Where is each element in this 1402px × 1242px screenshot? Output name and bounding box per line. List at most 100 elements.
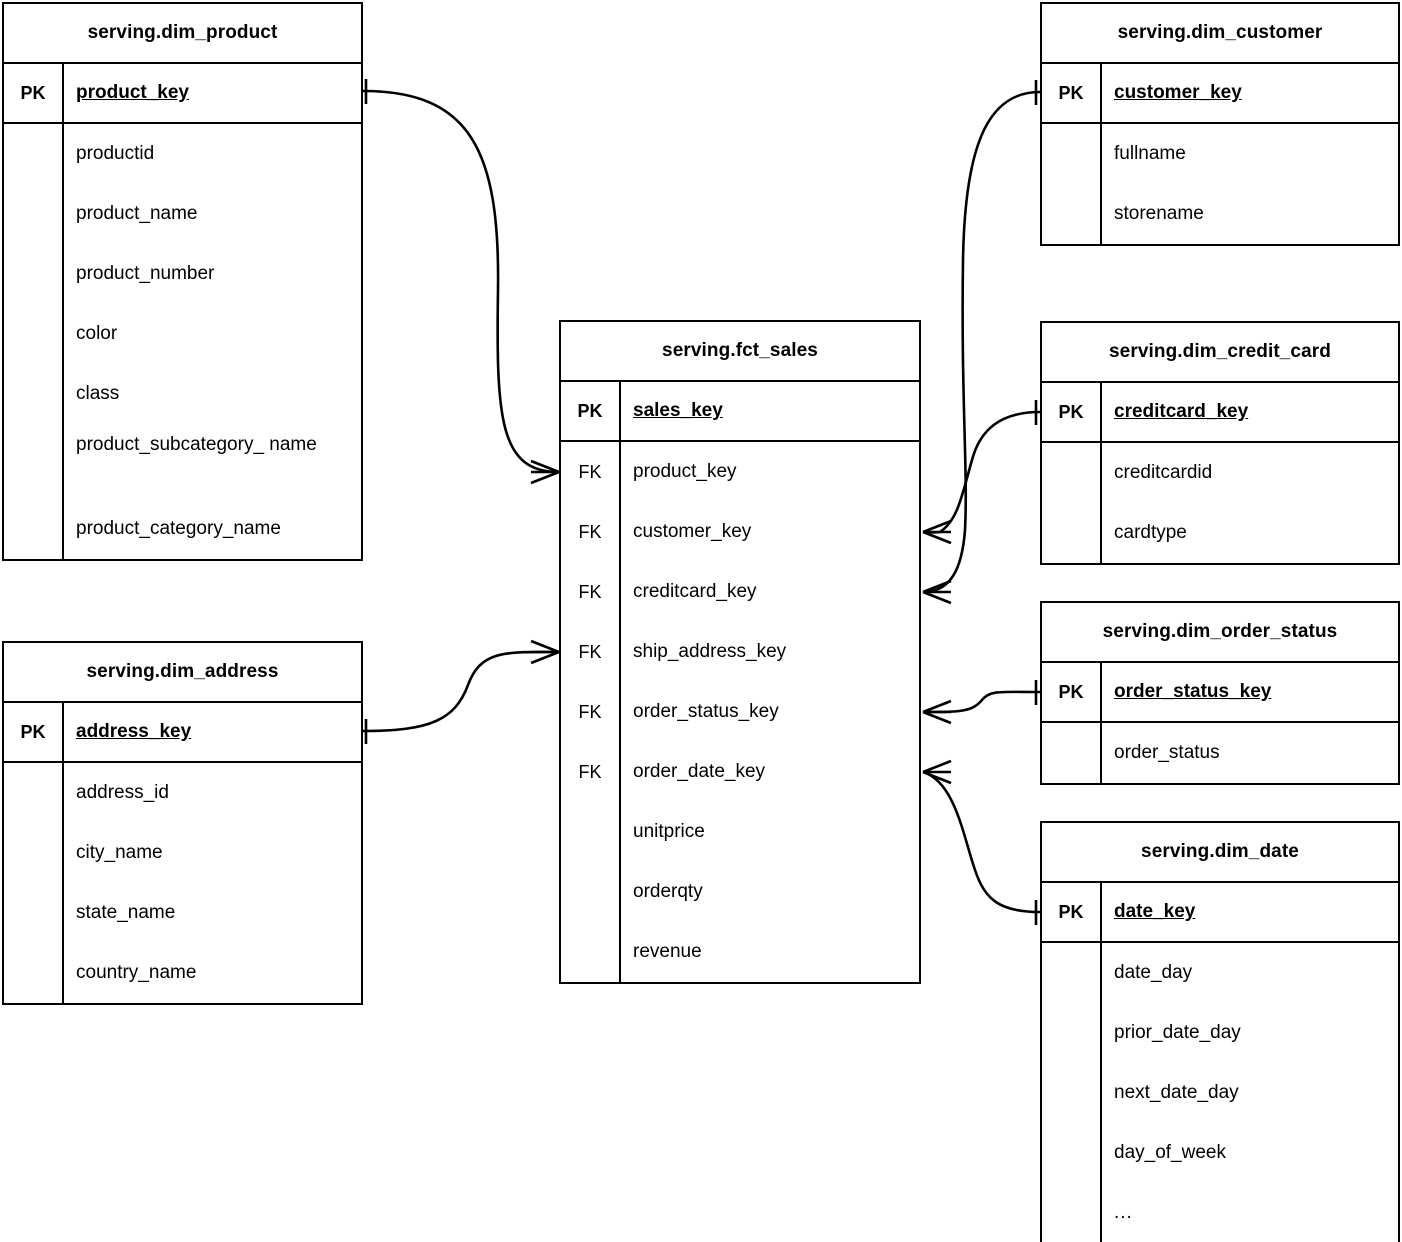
- attribute: city_name: [76, 842, 163, 863]
- pk-row: PK product_key: [4, 64, 361, 124]
- measure-row: unitprice: [561, 802, 919, 862]
- attribute-block: date_day prior_date_day next_date_day da…: [1042, 943, 1398, 1242]
- fk-field-name: order_date_key: [633, 761, 766, 782]
- pk-row: PK creditcard_key: [1042, 383, 1398, 443]
- pk-row: PK sales_key: [561, 382, 919, 442]
- pk-row: PK customer_key: [1042, 64, 1398, 124]
- key-gutter: [1042, 943, 1102, 1242]
- measure-name: orderqty: [633, 881, 703, 902]
- measure-name: revenue: [633, 941, 702, 962]
- pk-marker: PK: [4, 703, 64, 761]
- attribute: creditcardid: [1114, 462, 1213, 483]
- attribute-list: creditcardid cardtype: [1102, 443, 1398, 563]
- measure-row: orderqty: [561, 862, 919, 922]
- attribute: order_status: [1114, 742, 1220, 763]
- key-gutter: [1042, 723, 1102, 783]
- fk-marker: FK: [561, 622, 621, 682]
- attribute-list: order_status: [1102, 723, 1398, 783]
- pk-field-name: order_status_key: [1114, 681, 1272, 702]
- attribute-ellipsis: ...: [1114, 1202, 1133, 1223]
- attribute: color: [76, 323, 118, 344]
- attribute: product_name: [76, 203, 198, 224]
- relation-product-line: [362, 89, 560, 474]
- relation-orderstatus-line: [922, 690, 1041, 714]
- fk-marker: FK: [561, 562, 621, 622]
- attribute: storename: [1114, 203, 1204, 224]
- entity-title: serving.dim_order_status: [1042, 603, 1398, 663]
- attribute: state_name: [76, 902, 176, 923]
- attribute: address_id: [76, 782, 169, 803]
- entity-dim-address[interactable]: serving.dim_address PK address_key addre…: [2, 641, 363, 1005]
- attribute: product_category_name: [76, 518, 281, 539]
- key-gutter: [4, 124, 64, 559]
- key-gutter: [1042, 443, 1102, 563]
- fk-marker: FK: [561, 742, 621, 802]
- crowsfoot-address: [530, 639, 560, 665]
- key-gutter: [561, 862, 621, 922]
- key-gutter: [1042, 124, 1102, 244]
- attribute-list: address_id city_name state_name country_…: [64, 763, 361, 1003]
- fk-row: FK product_key: [561, 442, 919, 502]
- entity-dim-date[interactable]: serving.dim_date PK date_key date_day pr…: [1040, 821, 1400, 1242]
- pk-field-name: customer_key: [1114, 82, 1242, 103]
- attribute-list: fullname storename: [1102, 124, 1398, 244]
- attribute: date_day: [1114, 962, 1193, 983]
- fk-marker: FK: [561, 682, 621, 742]
- pk-row: PK date_key: [1042, 883, 1398, 943]
- attribute: fullname: [1114, 143, 1186, 164]
- entity-title: serving.dim_address: [4, 643, 361, 703]
- fk-row: FK order_date_key: [561, 742, 919, 802]
- crowsfoot-orderstatus: [922, 699, 952, 725]
- pk-field-name: creditcard_key: [1114, 401, 1249, 422]
- attribute-block: address_id city_name state_name country_…: [4, 763, 361, 1003]
- entity-title: serving.dim_customer: [1042, 4, 1398, 64]
- entity-title: serving.dim_date: [1042, 823, 1398, 883]
- relation-customer-line: [922, 90, 1041, 594]
- pk-row: PK order_status_key: [1042, 663, 1398, 723]
- pk-row: PK address_key: [4, 703, 361, 763]
- pk-marker: PK: [561, 382, 621, 440]
- pk-marker: PK: [1042, 64, 1102, 122]
- attribute-block: order_status: [1042, 723, 1398, 783]
- entity-dim-customer[interactable]: serving.dim_customer PK customer_key ful…: [1040, 2, 1400, 246]
- entity-dim-order-status[interactable]: serving.dim_order_status PK order_status…: [1040, 601, 1400, 785]
- crowsfoot-customer: [922, 579, 952, 605]
- attribute: class: [76, 383, 120, 404]
- pk-field-name: sales_key: [633, 400, 723, 421]
- fk-marker: FK: [561, 442, 621, 502]
- fk-field-name: creditcard_key: [633, 581, 757, 602]
- key-gutter: [4, 763, 64, 1003]
- attribute-block: creditcardid cardtype: [1042, 443, 1398, 563]
- fk-row: FK customer_key: [561, 502, 919, 562]
- pk-marker: PK: [1042, 883, 1102, 941]
- fk-field-name: product_key: [633, 461, 737, 482]
- entity-fct-sales[interactable]: serving.fct_sales PK sales_key FK produc…: [559, 320, 921, 984]
- attribute-block: productid product_name product_number co…: [4, 124, 361, 559]
- attribute: product_subcategory_ name: [76, 434, 317, 455]
- attribute-block: fullname storename: [1042, 124, 1398, 244]
- attribute: next_date_day: [1114, 1082, 1239, 1103]
- key-gutter: [561, 922, 621, 982]
- fk-field-name: order_status_key: [633, 701, 779, 722]
- entity-title: serving.dim_credit_card: [1042, 323, 1398, 383]
- pk-field-name: date_key: [1114, 901, 1196, 922]
- crowsfoot-date: [922, 759, 952, 785]
- attribute-list: date_day prior_date_day next_date_day da…: [1102, 943, 1398, 1242]
- pk-field-name: product_key: [76, 82, 189, 103]
- crowsfoot-creditcard: [922, 519, 952, 545]
- fk-row: FK creditcard_key: [561, 562, 919, 622]
- attribute: day_of_week: [1114, 1142, 1226, 1163]
- entity-dim-product[interactable]: serving.dim_product PK product_key produ…: [2, 2, 363, 561]
- attribute: prior_date_day: [1114, 1022, 1241, 1043]
- measure-name: unitprice: [633, 821, 705, 842]
- pk-marker: PK: [1042, 663, 1102, 721]
- attribute: product_number: [76, 263, 215, 284]
- entity-title: serving.dim_product: [4, 4, 361, 64]
- pk-field-name: address_key: [76, 721, 192, 742]
- measure-row: revenue: [561, 922, 919, 982]
- entity-dim-credit-card[interactable]: serving.dim_credit_card PK creditcard_ke…: [1040, 321, 1400, 565]
- crowsfoot-product: [530, 459, 560, 485]
- fk-row: FK ship_address_key: [561, 622, 919, 682]
- relation-address-line: [362, 650, 560, 733]
